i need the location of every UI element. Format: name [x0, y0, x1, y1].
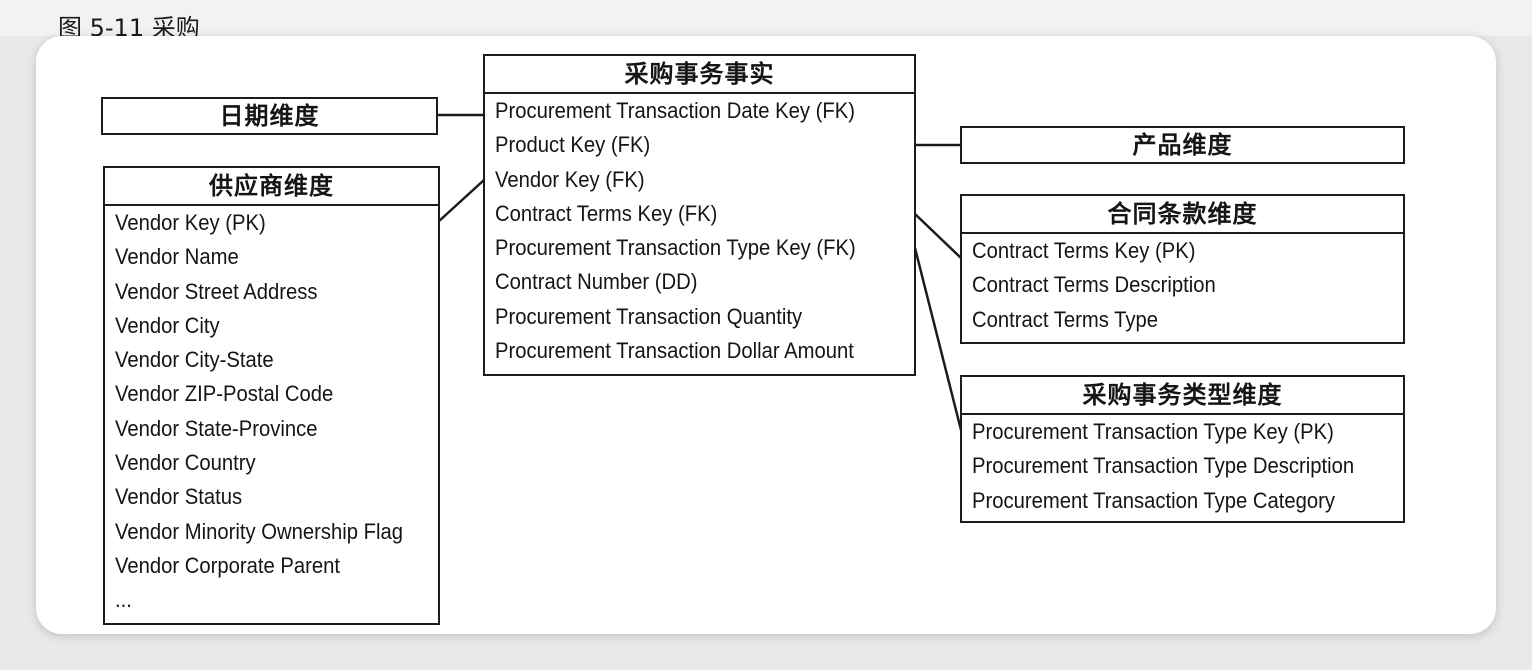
attribute-row: Vendor State-Province	[115, 415, 318, 441]
dimension-product[interactable]: 产品维度	[960, 126, 1405, 164]
dimension-contract-terms[interactable]: 合同条款维度 Contract Terms Key (PK) Contract …	[960, 194, 1405, 344]
entity-title: 合同条款维度	[962, 196, 1403, 234]
figure-caption-fragment: 图 5-11 采购	[58, 14, 200, 36]
connector-fact-contract	[914, 213, 962, 259]
entity-title: 采购事务事实	[485, 56, 914, 94]
attribute-row: Contract Terms Key (FK)	[495, 200, 718, 226]
entity-title: 供应商维度	[105, 168, 438, 206]
attribute-row: ...	[115, 587, 132, 613]
entity-title: 日期维度	[219, 102, 320, 130]
attribute-row: Procurement Transaction Type Key (PK)	[972, 419, 1334, 444]
dimension-date[interactable]: 日期维度	[101, 97, 438, 135]
attribute-list: Procurement Transaction Type Key (PK) Pr…	[962, 415, 1403, 518]
page-top-strip: 图 5-11 采购	[0, 0, 1532, 36]
attribute-row: Procurement Transaction Type Description	[972, 453, 1355, 479]
attribute-row: Vendor Street Address	[115, 278, 318, 304]
entity-title: 产品维度	[1132, 131, 1233, 159]
attribute-row: Vendor City-State	[115, 347, 274, 373]
attribute-row: Procurement Transaction Dollar Amount	[495, 338, 854, 364]
attribute-row: Vendor Corporate Parent	[115, 552, 341, 578]
attribute-row: Procurement Transaction Type Category	[972, 487, 1336, 513]
attribute-row: Contract Terms Type	[972, 306, 1158, 332]
attribute-row: Procurement Transaction Quantity	[495, 303, 803, 329]
attribute-row: Vendor Status	[115, 484, 243, 510]
connector-fact-txntype	[913, 247, 963, 431]
attribute-list: Contract Terms Key (PK) Contract Terms D…	[962, 234, 1403, 337]
fact-table-procurement-transaction[interactable]: 采购事务事实 Procurement Transaction Date Key …	[483, 54, 916, 376]
connector-vendor-fact	[437, 179, 485, 223]
attribute-row: Vendor Key (PK)	[115, 210, 266, 235]
attribute-row: Contract Terms Description	[972, 272, 1216, 298]
attribute-row: Vendor Key (FK)	[495, 166, 645, 192]
attribute-list: Procurement Transaction Date Key (FK) Pr…	[485, 94, 914, 368]
attribute-row: Vendor Name	[115, 244, 239, 270]
attribute-row: Vendor Country	[115, 450, 256, 476]
dimension-vendor[interactable]: 供应商维度 Vendor Key (PK) Vendor Name Vendor…	[103, 166, 440, 625]
attribute-list: Vendor Key (PK) Vendor Name Vendor Stree…	[105, 206, 438, 618]
entity-title: 采购事务类型维度	[962, 377, 1403, 415]
attribute-row: Contract Terms Key (PK)	[972, 238, 1196, 263]
attribute-row: Product Key (FK)	[495, 132, 651, 158]
attribute-row: Vendor Minority Ownership Flag	[115, 518, 403, 544]
attribute-row: Procurement Transaction Type Key (FK)	[495, 235, 856, 261]
dimension-transaction-type[interactable]: 采购事务类型维度 Procurement Transaction Type Ke…	[960, 375, 1405, 523]
attribute-row: Vendor City	[115, 312, 220, 338]
attribute-row: Contract Number (DD)	[495, 269, 698, 295]
attribute-row: Procurement Transaction Date Key (FK)	[495, 98, 855, 123]
attribute-row: Vendor ZIP-Postal Code	[115, 381, 334, 407]
